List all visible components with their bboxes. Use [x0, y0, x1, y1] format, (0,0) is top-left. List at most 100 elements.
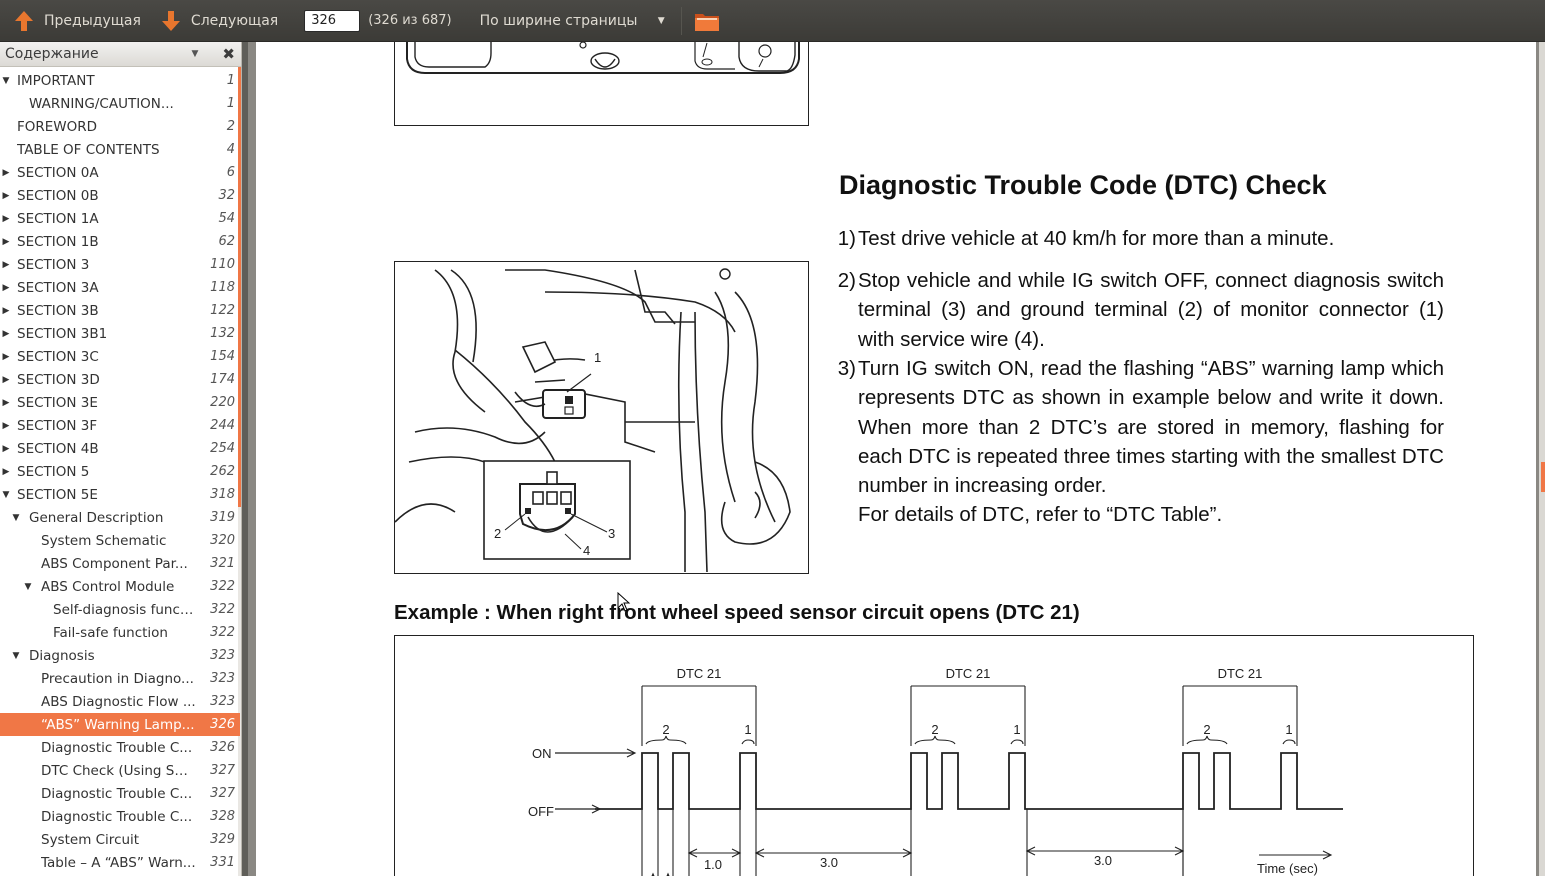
- expander-closed-icon[interactable]: ▶: [2, 420, 10, 431]
- step-1: 1) Test drive vehicle at 40 km/h for mor…: [826, 224, 1476, 254]
- dtc-dimension-line: [910, 685, 1026, 746]
- group-1-brace: [1010, 739, 1024, 745]
- expander-closed-icon[interactable]: ▶: [2, 282, 10, 293]
- expander-closed-icon[interactable]: ▶: [2, 167, 10, 178]
- toc-item[interactable]: ABS Component Par... 321: [0, 552, 240, 575]
- toc-item-label: Table – A “ABS” Warn...: [41, 854, 196, 871]
- expander-closed-icon[interactable]: ▶: [2, 259, 10, 270]
- document-scrollbar-thumb[interactable]: [1541, 462, 1545, 492]
- expander-open-icon[interactable]: ▼: [2, 489, 10, 500]
- toc-item[interactable]: “ABS” Warning Lamp...326: [0, 713, 240, 736]
- toc-item[interactable]: Diagnostic Trouble C...326: [0, 736, 240, 759]
- toc-item-label: TABLE OF CONTENTS: [17, 141, 160, 158]
- toc-item[interactable]: DTC Check (Using SU...327: [0, 759, 240, 782]
- expander-closed-icon[interactable]: ▶: [2, 374, 10, 385]
- interval-arrow: [1025, 846, 1185, 856]
- toc-item-page: 326: [210, 740, 235, 755]
- expander-open-icon[interactable]: ▼: [24, 581, 32, 592]
- on-arrow: [555, 748, 637, 758]
- callout-3-label: 3: [608, 526, 615, 541]
- expander-closed-icon[interactable]: ▶: [2, 466, 10, 477]
- interval-arrow: [754, 848, 913, 858]
- time-axis-label: Time (sec): [1257, 861, 1318, 876]
- interval-long-label: 3.0: [820, 855, 838, 870]
- group-2-brace: [914, 735, 956, 745]
- next-page-button[interactable]: Следующая: [153, 5, 284, 37]
- connector-drawing: 1 2 3 4: [395, 268, 791, 573]
- toc-item[interactable]: Precaution in Diagno...323: [0, 667, 240, 690]
- page-number-input[interactable]: [304, 9, 361, 32]
- toolbar-separator: [680, 6, 682, 35]
- expander-closed-icon[interactable]: ▶: [2, 328, 10, 339]
- sidebar-scrollbar-thumb[interactable]: [238, 67, 241, 507]
- toc-item-label: SECTION 0A: [17, 164, 99, 181]
- toc-item-page: 132: [210, 326, 235, 341]
- previous-page-button[interactable]: Предыдущая: [6, 5, 147, 37]
- toc-item[interactable]: WARNING/CAUTION...1: [0, 92, 240, 115]
- off-arrow: [555, 804, 602, 814]
- dtc-dimension-line: [641, 685, 757, 746]
- document-scrollbar[interactable]: [1539, 42, 1545, 876]
- zoom-label: По ширине страницы: [479, 12, 638, 29]
- expander-closed-icon[interactable]: ▶: [2, 236, 10, 247]
- group-2-label: 2: [662, 722, 669, 737]
- expander-closed-icon[interactable]: ▶: [2, 213, 10, 224]
- toc-item-label: SECTION 4B: [17, 440, 99, 457]
- document-view[interactable]: Diagnostic Trouble Code (DTC) Check 1) T…: [248, 42, 1545, 876]
- toc-item-label: FOREWORD: [17, 118, 98, 135]
- zoom-select[interactable]: По ширине страницы ▼: [480, 13, 665, 29]
- expander-open-icon[interactable]: ▼: [12, 650, 20, 661]
- on-level-label: ON: [532, 746, 552, 761]
- expander-closed-icon[interactable]: ▶: [2, 443, 10, 454]
- open-file-button[interactable]: [694, 9, 720, 33]
- expander-closed-icon[interactable]: ▶: [2, 397, 10, 408]
- toc-item[interactable]: ABS Diagnostic Flow ...323: [0, 690, 240, 713]
- toc-item-page: 321: [210, 556, 235, 571]
- expander-closed-icon[interactable]: ▶: [2, 190, 10, 201]
- toc-item-page: 1: [226, 96, 235, 111]
- callout-1-label: 1: [594, 350, 601, 365]
- close-icon[interactable]: ✖: [222, 45, 235, 63]
- toc-item[interactable]: Diagnostic Trouble C...327: [0, 782, 240, 805]
- toc-item[interactable]: Diagnostic Trouble C...328: [0, 805, 240, 828]
- toc-item-label: ABS Component Par...: [41, 555, 188, 572]
- expander-open-icon[interactable]: ▼: [2, 75, 10, 86]
- expander-open-icon[interactable]: ▼: [12, 512, 20, 523]
- chevron-down-icon[interactable]: ▼: [191, 49, 199, 59]
- toc-item[interactable]: Table – A “ABS” Warn...331: [0, 851, 240, 874]
- expander-closed-icon[interactable]: ▶: [2, 351, 10, 362]
- step-number: 1): [837, 227, 856, 250]
- toc-item-page: 122: [210, 303, 235, 318]
- toc-item-page: 323: [210, 671, 235, 686]
- step-text: Test drive vehicle at 40 km/h for more t…: [858, 227, 1335, 250]
- previous-page-label: Предыдущая: [44, 12, 141, 29]
- sidebar-title[interactable]: Содержание: [5, 46, 99, 62]
- expander-closed-icon[interactable]: ▶: [2, 305, 10, 316]
